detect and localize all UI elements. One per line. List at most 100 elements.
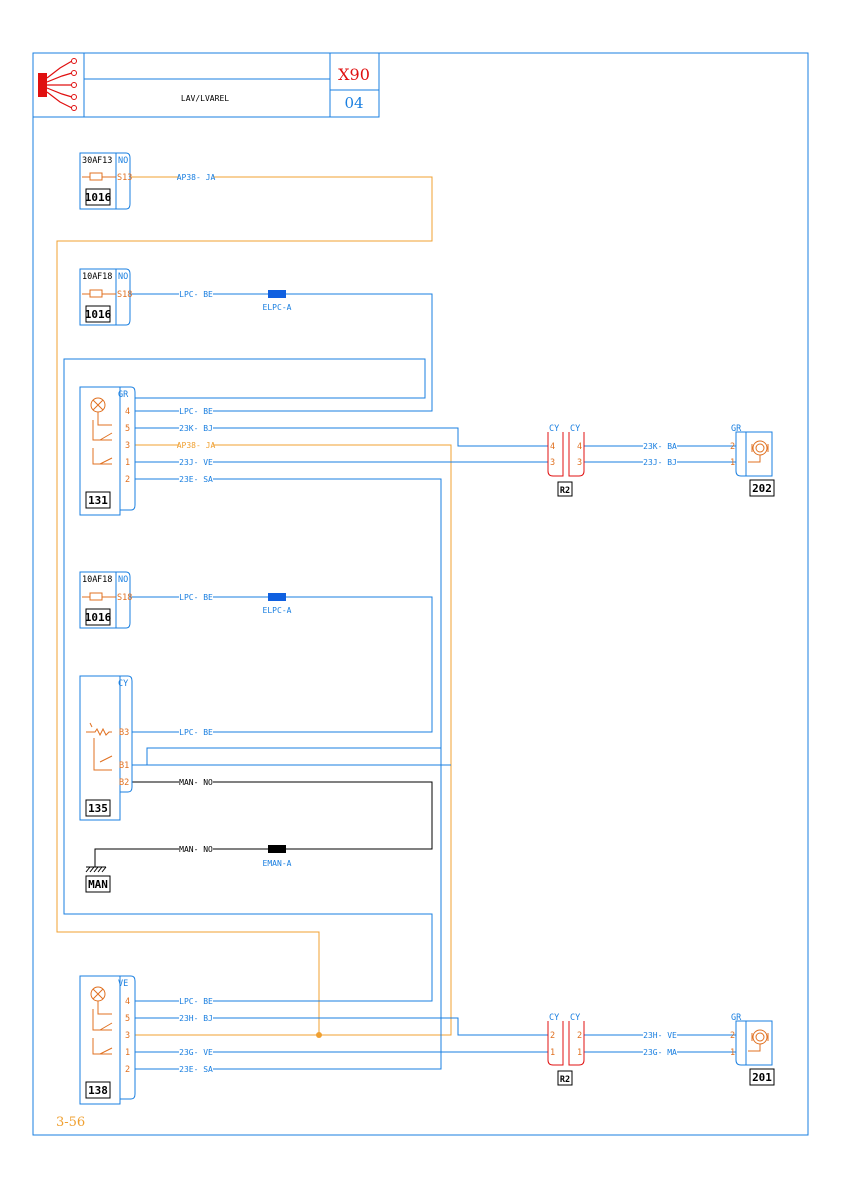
svg-text:2: 2 bbox=[730, 1031, 735, 1041]
svg-text:B3: B3 bbox=[119, 728, 129, 738]
switch-138: VE 4 5 3 1 2 138 bbox=[79, 975, 136, 1105]
splice-elpc-a-top bbox=[268, 290, 286, 298]
splice-dot bbox=[316, 1032, 322, 1038]
svg-text:3: 3 bbox=[125, 1031, 130, 1041]
connector-logo-icon bbox=[38, 58, 77, 111]
svg-text:F13: F13 bbox=[97, 156, 112, 166]
svg-text:S13: S13 bbox=[117, 173, 132, 183]
wire-label: 23J- VE bbox=[179, 458, 213, 467]
fuse-icon bbox=[89, 592, 103, 601]
wire-ap38-131 bbox=[135, 444, 452, 1036]
lamp-icon bbox=[90, 986, 113, 1055]
svg-text:4: 4 bbox=[577, 442, 582, 452]
motor-icon bbox=[748, 1029, 769, 1052]
svg-text:4: 4 bbox=[550, 442, 555, 452]
component-id: 135 bbox=[88, 802, 108, 815]
svg-text:3: 3 bbox=[550, 458, 555, 468]
lamp-icon bbox=[90, 397, 113, 465]
fuse-box-f18-top: 10A F18 NO S18 1016 bbox=[79, 268, 132, 326]
svg-text:5: 5 bbox=[125, 1014, 130, 1024]
wire-23h-bj bbox=[135, 1017, 548, 1036]
splice-label: ELPC-A bbox=[263, 303, 292, 312]
component-id: MAN bbox=[88, 878, 108, 891]
wire-label: 23G- VE bbox=[179, 1048, 213, 1057]
component-id: 202 bbox=[752, 482, 772, 495]
svg-text:B2: B2 bbox=[119, 778, 129, 788]
svg-text:S18: S18 bbox=[117, 593, 132, 603]
svg-text:1: 1 bbox=[730, 1048, 735, 1058]
component-id: 131 bbox=[88, 494, 108, 507]
fuse-icon bbox=[89, 172, 103, 181]
svg-text:B1: B1 bbox=[119, 761, 129, 771]
switch-135: CY B3 B1 B2 135 bbox=[79, 675, 133, 821]
title-block: LAV/LVAREL X90 04 bbox=[32, 52, 380, 118]
component-id: 1016 bbox=[85, 611, 112, 624]
wire-label: MAN- NO bbox=[179, 778, 213, 787]
svg-text:CY: CY bbox=[549, 424, 559, 434]
wire-label: 23K- BJ bbox=[179, 424, 213, 433]
svg-text:1: 1 bbox=[550, 1048, 555, 1058]
wire-23e-sa-131 bbox=[135, 478, 442, 1070]
wire-label: LPC- BE bbox=[179, 997, 213, 1006]
component-id: 1016 bbox=[85, 308, 112, 321]
svg-text:10A: 10A bbox=[82, 272, 97, 282]
motor-202: GR 2 1 202 bbox=[730, 424, 775, 497]
system-code: X90 bbox=[338, 65, 370, 84]
svg-text:GR: GR bbox=[118, 390, 129, 400]
wire-label: 23E- SA bbox=[179, 1065, 213, 1074]
switch-131: GR 4 5 3 1 2 131 bbox=[79, 386, 136, 516]
svg-text:GR: GR bbox=[731, 1013, 742, 1023]
page-ref: 3-56 bbox=[56, 1115, 85, 1130]
wire-ap38-feed bbox=[56, 176, 433, 1035]
svg-text:4: 4 bbox=[125, 407, 130, 417]
wire-label: AP38- JA bbox=[177, 173, 216, 182]
svg-text:2: 2 bbox=[125, 1065, 130, 1075]
motor-201: GR 2 1 201 bbox=[730, 1013, 775, 1086]
svg-text:CY: CY bbox=[549, 1013, 559, 1023]
wire-23k-bj bbox=[135, 427, 548, 447]
svg-text:S18: S18 bbox=[117, 290, 132, 300]
wire-label: 23E- SA bbox=[179, 475, 213, 484]
motor-icon bbox=[748, 440, 769, 463]
svg-text:2: 2 bbox=[577, 1031, 582, 1041]
svg-text:GR: GR bbox=[731, 424, 742, 434]
fuse-box-f18-mid: 10A F18 NO S18 1016 bbox=[79, 571, 132, 629]
wire-label: LPC- BE bbox=[179, 290, 213, 299]
component-id: 138 bbox=[88, 1084, 108, 1097]
svg-text:10A: 10A bbox=[82, 575, 97, 585]
connector-r2-top: CY CY 4 3 4 3 R2 bbox=[547, 424, 585, 497]
relay-icon bbox=[86, 722, 113, 771]
svg-text:F18: F18 bbox=[97, 575, 112, 585]
sheet-frame bbox=[32, 52, 809, 1136]
wire-lpc-mid bbox=[130, 596, 433, 733]
wire-label: 23H- BJ bbox=[179, 1014, 213, 1023]
splice-label: EMAN-A bbox=[263, 859, 292, 868]
svg-text:3: 3 bbox=[125, 441, 130, 451]
wire-man-no bbox=[94, 781, 433, 867]
component-id: R2 bbox=[560, 1075, 570, 1085]
component-id: R2 bbox=[560, 486, 570, 496]
svg-text:1: 1 bbox=[125, 458, 130, 468]
title-label: LAV/LVAREL bbox=[181, 94, 229, 103]
wire-label: AP38- JA bbox=[177, 441, 216, 450]
svg-text:5: 5 bbox=[125, 424, 130, 434]
splice-eman-a bbox=[268, 845, 286, 853]
svg-text:CY: CY bbox=[570, 424, 580, 434]
svg-text:1: 1 bbox=[577, 1048, 582, 1058]
svg-text:NO: NO bbox=[118, 575, 128, 585]
svg-text:2: 2 bbox=[550, 1031, 555, 1041]
svg-text:CY: CY bbox=[118, 679, 128, 689]
wire-labels: AP38- JA LPC- BE LPC- BE 23K- BJ AP38- J… bbox=[177, 172, 677, 1074]
connector-r2-bottom: CY CY 2 1 2 1 R2 bbox=[547, 1013, 585, 1086]
svg-text:30A: 30A bbox=[82, 156, 97, 166]
wire-label: 23J- BJ bbox=[643, 458, 677, 467]
wire-label: LPC- BE bbox=[179, 593, 213, 602]
fuse-box-f13: 30A F13 NO S13 1016 bbox=[79, 152, 132, 210]
splice-elpc-a-mid bbox=[268, 593, 286, 601]
splice-label: ELPC-A bbox=[263, 606, 292, 615]
svg-text:VE: VE bbox=[118, 979, 128, 989]
svg-text:F18: F18 bbox=[97, 272, 112, 282]
ground-man: MAN bbox=[85, 866, 111, 893]
svg-text:CY: CY bbox=[570, 1013, 580, 1023]
svg-text:1: 1 bbox=[730, 458, 735, 468]
